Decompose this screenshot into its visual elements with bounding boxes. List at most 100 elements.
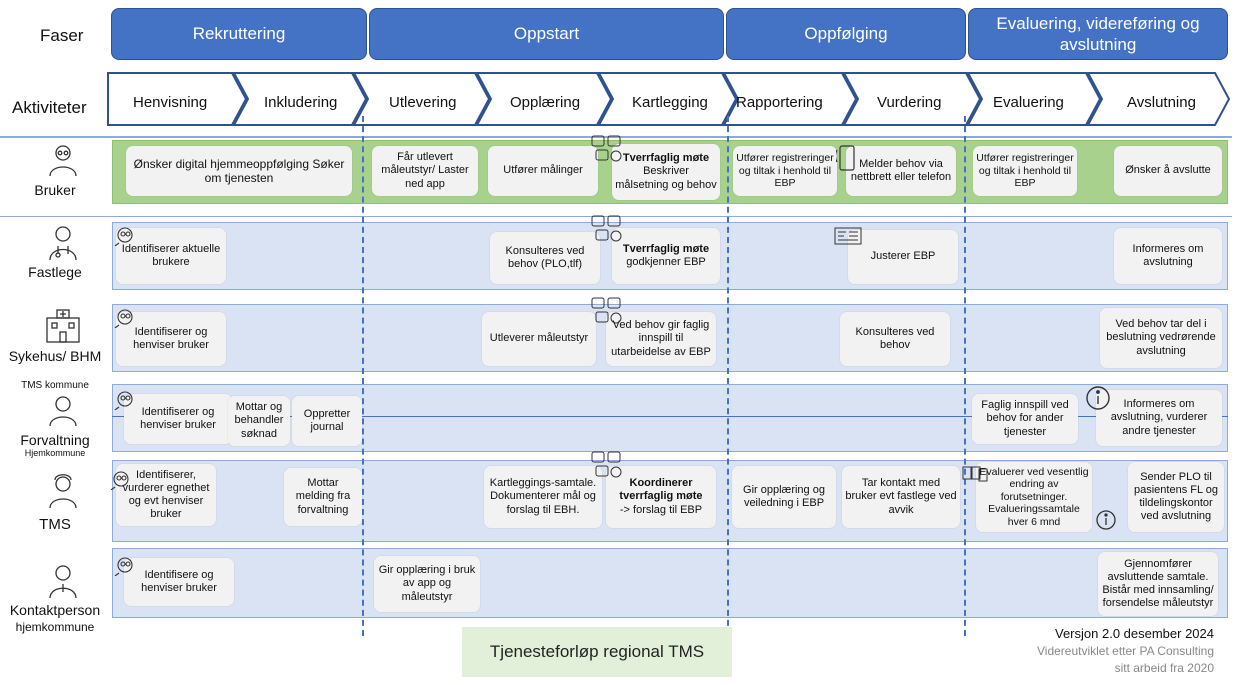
card-bruker-4-title: Tverrfaglig møte [622,152,710,165]
aktiviteter-label: Aktiviteter [12,98,87,117]
credit-line-1: Videreutviklet etter PA Consulting [1037,644,1214,658]
card-kp-3: Gjennomfører avsluttende samtale. Bistår… [1098,552,1218,616]
card-fastlege-1: Identifiserer aktuelle brukere [116,228,226,284]
activity-kartlegging: Kartlegging [632,94,708,111]
chevron-kartlegging [597,72,738,126]
card-sykehus-3: Ved behov gir faglig innspill til utarbe… [606,312,716,366]
card-tms-1: Identifiserer, vurderer egnethet og evt … [116,464,216,526]
magnifier-people-icon [114,227,133,246]
doctor-icon [49,226,77,261]
person-icon [49,396,77,427]
phase-evaluering: Evaluering, videreføring og avslutning [968,8,1228,60]
card-bruker-4-body: Beskriver målsetning og behov [615,165,717,191]
card-forv-3: Oppretter journal [292,396,362,446]
lane-forvaltning-midline [112,416,1228,417]
credit-line-2: sitt arbeid fra 2020 [1114,661,1214,675]
card-bruker-1: Ønsker digital hjemmeoppfølging Søker om… [126,146,352,196]
card-sykehus-2: Utleverer måleutstyr [482,312,596,366]
nurse-icon [49,474,77,509]
chevron-rapportering [722,72,858,126]
divider-dashed-1 [362,116,364,636]
divider-dashed-2 [727,116,729,636]
phase-rekruttering: Rekruttering [111,8,367,60]
magnifier-people-icon [114,309,133,328]
contact-person-icon [49,565,77,599]
magnifier-people-icon [114,557,133,576]
card-fastlege-4: Justerer EBP [848,230,958,284]
card-bruker-2: Får utlevert måleutstyr/ Laster ned app [372,146,478,196]
chevron-utlevering [352,72,491,126]
role-hjemkommune: Hjemkommune [24,448,86,458]
magnifier-people-icon [110,471,129,490]
card-bruker-8: Ønsker å avslutte [1114,146,1222,196]
card-tms-3: Kartleggings-samtale. Dokumenterer mål o… [484,466,602,528]
user-elderly-icon [49,145,77,177]
card-forv-5: Informeres om avslutning, vurderer andre… [1096,390,1222,446]
diagram-title: Tjenesteforløp regional TMS [462,627,732,677]
role-kontaktperson-sub: hjemkommune [15,620,95,634]
card-fastlege-2: Konsulteres ved behov (PLO,tlf) [490,232,600,284]
activity-rapportering: Rapportering [736,94,823,111]
card-fastlege-3-title: Tverrfaglig møte [622,242,710,255]
activity-vurdering: Vurdering [877,94,942,111]
role-kontaktperson: Kontaktperson [9,602,101,618]
card-tms-6: Tar kontakt med bruker evt fastlege ved … [842,466,960,528]
phase-oppfolging: Oppfølging [726,8,966,60]
role-tms: TMS [39,516,71,533]
card-tms-8: Sender PLO til pasientens FL og tildelin… [1128,462,1224,532]
hospital-icon [46,309,80,343]
role-tms-kommune: TMS kommune [21,380,89,391]
meeting-icon [591,135,622,162]
card-tms-5: Gir opplæring og veiledning i EBP [732,466,836,528]
card-kp-2: Gir opplæring i bruk av app og måleutsty… [374,556,480,612]
meeting-icon [591,297,622,324]
card-fastlege-5: Informeres om avslutning [1114,228,1222,284]
role-sykehus: Sykehus/ BHM [8,348,102,364]
card-tms-4: Koordinerer tverrfaglig møte -> forslag … [606,466,716,528]
card-tms-2: Mottar melding fra forvaltning [284,468,362,526]
chevron-henvisning [107,72,248,126]
chevron-avslutning [1086,72,1231,126]
card-forv-1: Identifiserer og henviser bruker [124,394,232,444]
card-bruker-5: Utfører registreringer og tiltak i henho… [733,146,837,196]
activity-opplaering: Opplæring [510,94,581,111]
activity-avslutning: Avslutning [1127,94,1196,111]
divider-top [0,136,1232,138]
tablet-icon [836,145,855,171]
magnifier-people-icon [114,391,133,410]
activity-evaluering: Evaluering [993,94,1064,111]
card-bruker-7: Utfører registreringer og tiltak i henho… [973,146,1077,196]
card-tms-7: Evaluerer ved vesentlig endring av forut… [976,462,1092,532]
activity-utlevering: Utlevering [389,94,457,111]
activity-inkludering: Inkludering [264,94,338,111]
version-text: Versjon 2.0 desember 2024 [1055,626,1214,641]
faser-label: Faser [40,26,84,45]
divider-dashed-3 [964,116,966,636]
card-bruker-6: Melder behov via nettbrett eller telefon [846,146,956,196]
info-icon [1096,510,1116,530]
card-forv-4: Faglig innspill ved behov for ander tjen… [972,394,1078,444]
card-tms-4-body: -> forslag til EBP [619,503,703,516]
info-icon [1086,386,1110,410]
role-bruker: Bruker [34,182,76,198]
card-fastlege-3-body: godkjenner EBP [626,256,706,268]
chevron-vurdering [842,72,982,126]
card-forv-2: Mottar og behandler søknad [228,396,290,446]
document-stack-icon [962,466,988,482]
meeting-icon [591,451,622,478]
card-fastlege-3: Tverrfaglig møte godkjenner EBP [612,228,720,284]
card-sykehus-1: Identifiserer og henviser bruker [116,312,226,366]
lane-kontaktperson [112,548,1228,618]
card-tms-4-title: Koordinerer tverrfaglig møte [619,477,703,503]
card-bruker-3: Utfører målinger [488,146,598,196]
chevron-evaluering [966,72,1102,126]
phase-oppstart: Oppstart [369,8,724,60]
chevron-opplaering [475,72,613,126]
role-fastlege: Fastlege [28,264,82,280]
card-sykehus-4: Konsulteres ved behov [840,312,950,366]
card-sykehus-5: Ved behov tar del i beslutning vedrørend… [1100,308,1222,368]
card-bruker-4: Tverrfaglig møte Beskriver målsetning og… [612,144,720,200]
meeting-icon [591,215,622,242]
card-kp-1: Identifisere og henviser bruker [124,558,234,606]
activity-henvisning: Henvisning [133,94,208,111]
